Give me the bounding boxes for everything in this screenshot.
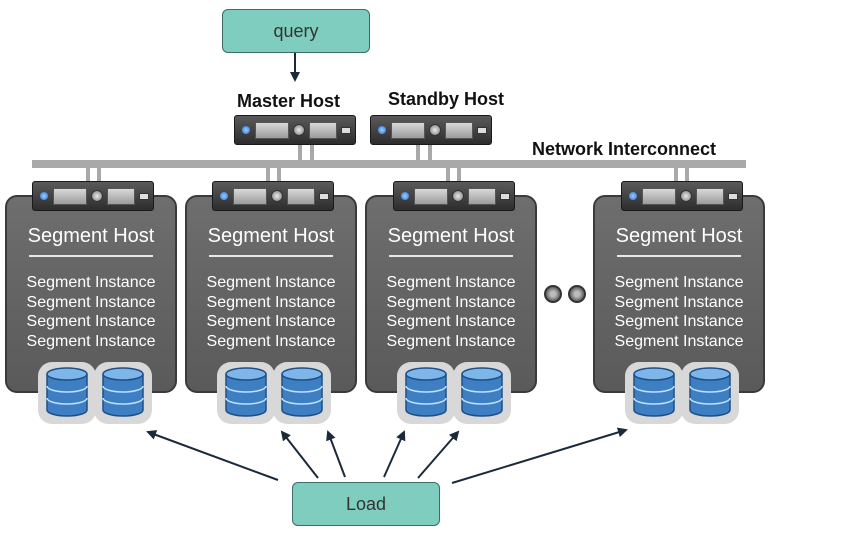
load-box: Load <box>292 482 440 526</box>
segment-instance: Segment Instance <box>386 332 516 350</box>
divider <box>617 255 741 257</box>
segment-host-3: Segment Host Segment Instance Segment In… <box>365 195 537 393</box>
segment-instance: Segment Instance <box>206 274 336 291</box>
disk-pair-3a <box>397 362 455 424</box>
segment-instance: Segment Instance <box>386 293 516 311</box>
seg4-connector-2 <box>685 167 689 182</box>
load-arrow-2 <box>280 430 319 479</box>
segment-instance: Segment Instance <box>26 332 156 350</box>
database-disk-icon <box>461 367 503 417</box>
segment-host-title: Segment Host <box>387 225 515 247</box>
divider <box>209 255 333 257</box>
segment-instance: Segment Instance <box>206 332 336 350</box>
master-server-icon <box>234 115 356 145</box>
master-host-label: Master Host <box>237 91 341 111</box>
disk-pair-1a <box>38 362 96 424</box>
disk-pair-2b <box>273 362 331 424</box>
segment-instance: Segment Instance <box>614 293 744 311</box>
network-interconnect-label: Network Interconnect <box>532 139 717 159</box>
disk-pair-3b <box>453 362 511 424</box>
segment-instance: Segment Instance <box>386 313 516 330</box>
segment-server-icon-1 <box>32 181 154 211</box>
database-disk-icon <box>633 367 675 417</box>
segment-server-icon-3 <box>393 181 515 211</box>
segment-instance: Segment Instance <box>614 313 744 330</box>
seg3-connector-2 <box>457 167 461 182</box>
seg1-connector-1 <box>86 167 90 182</box>
segment-host-4: Segment Host Segment Instance Segment In… <box>593 195 765 393</box>
disk-pair-4b <box>681 362 739 424</box>
segment-instance: Segment Instance <box>206 313 336 330</box>
load-label: Load <box>345 493 387 514</box>
standby-connector-2 <box>428 144 432 161</box>
ellipsis-dot-2 <box>568 285 586 303</box>
database-disk-icon <box>225 367 267 417</box>
seg2-connector-2 <box>277 167 281 182</box>
segment-host-title: Segment Host <box>27 225 155 247</box>
standby-connector-1 <box>416 144 420 161</box>
database-disk-icon <box>46 367 88 417</box>
segment-host-2: Segment Host Segment Instance Segment In… <box>185 195 357 393</box>
disk-pair-1b <box>94 362 152 424</box>
segment-host-title: Segment Host <box>207 225 335 247</box>
segment-instance: Segment Instance <box>206 293 336 311</box>
master-connector-2 <box>310 144 314 161</box>
query-box: query <box>222 9 370 53</box>
load-arrow-6 <box>451 427 628 484</box>
disk-pair-2a <box>217 362 275 424</box>
disk-pair-4a <box>625 362 683 424</box>
seg4-connector-1 <box>674 167 678 182</box>
segment-instance: Segment Instance <box>614 274 744 291</box>
segment-host-1: Segment Host Segment Instance Segment In… <box>5 195 177 393</box>
segment-instance: Segment Instance <box>26 313 156 330</box>
query-label: query <box>273 20 319 41</box>
database-disk-icon <box>405 367 447 417</box>
standby-server-icon <box>370 115 492 145</box>
database-disk-icon <box>102 367 144 417</box>
segment-server-icon-2 <box>212 181 334 211</box>
segment-instance: Segment Instance <box>614 332 744 350</box>
divider <box>389 255 513 257</box>
ellipsis-dot-1 <box>544 285 562 303</box>
seg2-connector-1 <box>266 167 270 182</box>
load-arrow-5 <box>417 430 460 479</box>
segment-instance: Segment Instance <box>26 274 156 291</box>
network-bus <box>32 160 746 168</box>
load-arrow-3 <box>326 430 346 478</box>
standby-host-label: Standby Host <box>388 89 505 109</box>
seg1-connector-2 <box>97 167 101 182</box>
segment-instance: Segment Instance <box>26 293 156 311</box>
divider <box>29 255 153 257</box>
segment-instance: Segment Instance <box>386 274 516 291</box>
segment-host-title: Segment Host <box>615 225 743 247</box>
seg3-connector-1 <box>446 167 450 182</box>
database-disk-icon <box>689 367 731 417</box>
load-arrow-4 <box>383 430 406 478</box>
segment-server-icon-4 <box>621 181 743 211</box>
database-disk-icon <box>281 367 323 417</box>
master-connector-1 <box>298 144 302 161</box>
load-arrow-1 <box>146 430 279 481</box>
